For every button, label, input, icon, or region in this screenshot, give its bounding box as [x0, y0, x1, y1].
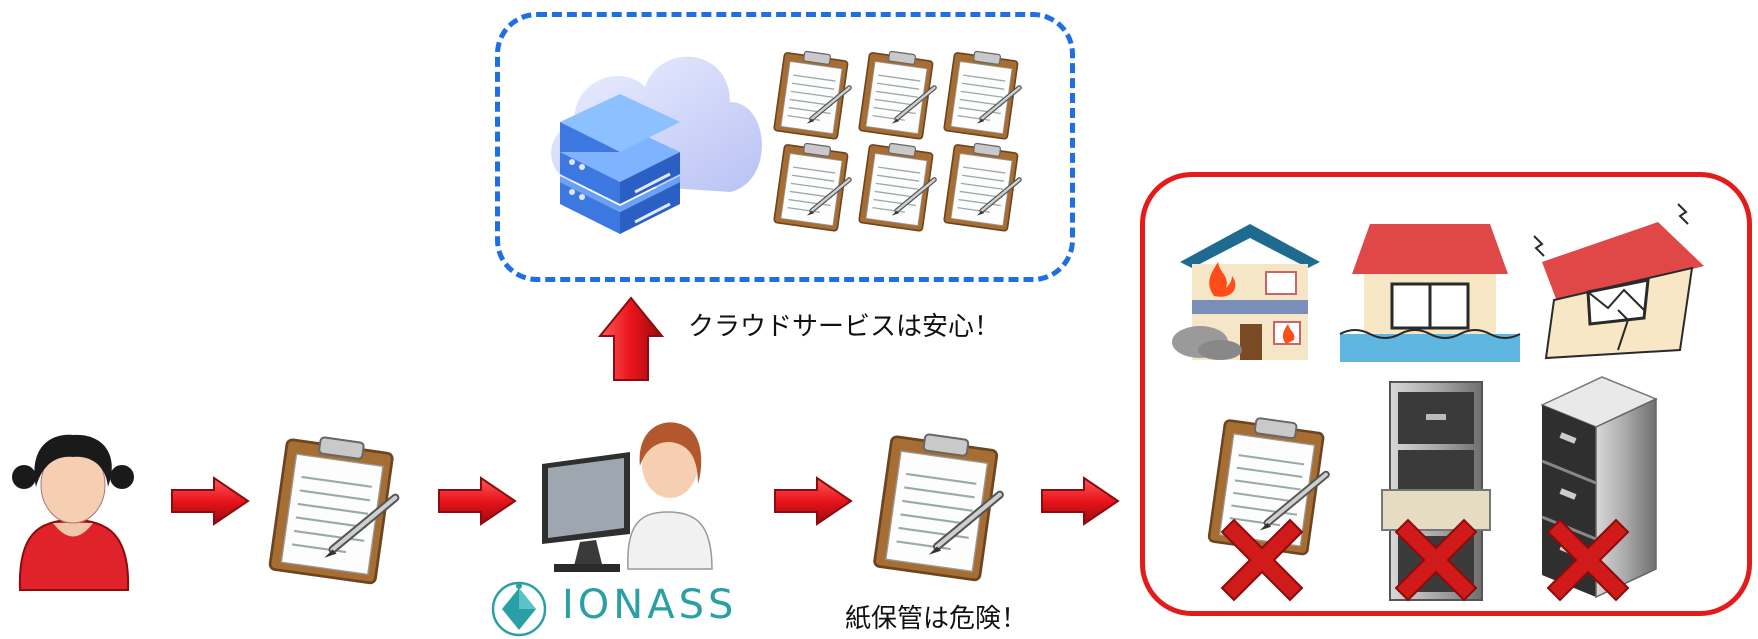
clipboard-icon — [770, 50, 860, 140]
clipboard-icon — [940, 50, 1030, 140]
ionass-logo-mark — [491, 581, 547, 637]
up-arrow — [597, 296, 665, 386]
paper-danger-caption: 紙保管は危険！ — [845, 604, 1028, 634]
clipboard-icon — [855, 50, 945, 140]
clipboard-icon — [268, 435, 408, 585]
right-arrow — [1040, 476, 1120, 526]
right-arrow — [170, 476, 250, 526]
cloud-server-icon — [540, 32, 770, 246]
paper-risk-container — [1140, 172, 1752, 616]
cloud-storage-container — [495, 12, 1075, 282]
cross-mark-icon — [1212, 510, 1312, 610]
cloud-safe-caption: クラウドサービスは安心！ — [688, 312, 1001, 342]
cross-mark-icon — [1386, 510, 1486, 610]
house-earthquake-icon — [1528, 200, 1708, 364]
operator-at-computer-icon — [540, 404, 715, 578]
clipboard-icon — [770, 142, 860, 232]
right-arrow — [773, 476, 853, 526]
clipboard-icon — [855, 142, 945, 232]
right-arrow — [437, 476, 517, 526]
house-flood-icon — [1339, 222, 1521, 366]
customer-person-icon — [8, 425, 138, 594]
clipboard-icon — [870, 432, 1015, 582]
clipboard-icon — [940, 142, 1030, 232]
ionass-logo-text: IONASS — [562, 582, 738, 628]
house-fire-icon — [1170, 222, 1330, 366]
cross-mark-icon — [1538, 510, 1638, 610]
